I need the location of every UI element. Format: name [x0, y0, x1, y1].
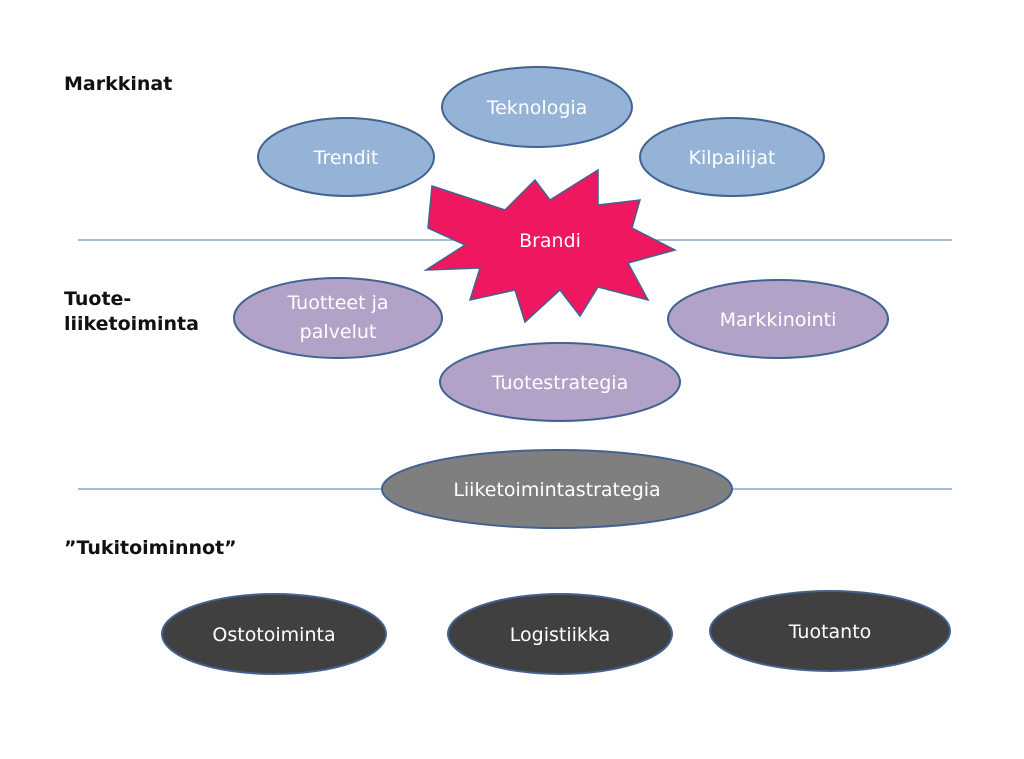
node-markkinointi-label: Markkinointi: [720, 309, 837, 331]
node-trendit: Trendit: [257, 117, 435, 197]
section-label-support: ”Tukitoiminnot”: [64, 537, 237, 559]
node-tuotestrategia-label: Tuotestrategia: [491, 372, 628, 394]
node-tuotestrategia: Tuotestrategia: [439, 342, 681, 422]
node-tuotteet-label-line2: palvelut: [300, 321, 377, 343]
node-liiketoimintastrategia: Liiketoimintastrategia: [381, 449, 733, 529]
node-ostotoiminta: Ostotoiminta: [161, 593, 387, 675]
section-label-product-business-line1: Tuote-: [64, 288, 132, 310]
section-label-product-business: Tuote- liiketoiminta: [64, 287, 199, 337]
node-trendit-label: Trendit: [313, 147, 379, 169]
section-label-product-business-line2: liiketoiminta: [64, 313, 199, 335]
node-logistiikka-label: Logistiikka: [510, 624, 610, 646]
section-label-markets: Markkinat: [64, 73, 173, 95]
node-ostotoiminta-label: Ostotoiminta: [212, 624, 335, 646]
node-tuotteet-label-line1: Tuotteet ja: [286, 292, 388, 314]
node-brandi-label: Brandi: [519, 230, 581, 252]
brandi-starburst-shape: [423, 168, 678, 324]
node-kilpailijat-label: Kilpailijat: [689, 147, 776, 169]
node-tuotanto-label: Tuotanto: [788, 621, 872, 643]
node-teknologia-label: Teknologia: [486, 97, 588, 119]
node-brandi: Brandi: [423, 168, 678, 324]
node-liiketoimintastrategia-label: Liiketoimintastrategia: [453, 479, 660, 501]
node-tuotanto: Tuotanto: [709, 590, 951, 672]
node-teknologia: Teknologia: [441, 66, 633, 148]
node-tuotteet-ja-palvelut: Tuotteet ja palvelut: [233, 277, 443, 359]
node-logistiikka: Logistiikka: [447, 593, 673, 675]
node-markkinointi: Markkinointi: [667, 279, 889, 359]
node-kilpailijat: Kilpailijat: [639, 117, 825, 197]
